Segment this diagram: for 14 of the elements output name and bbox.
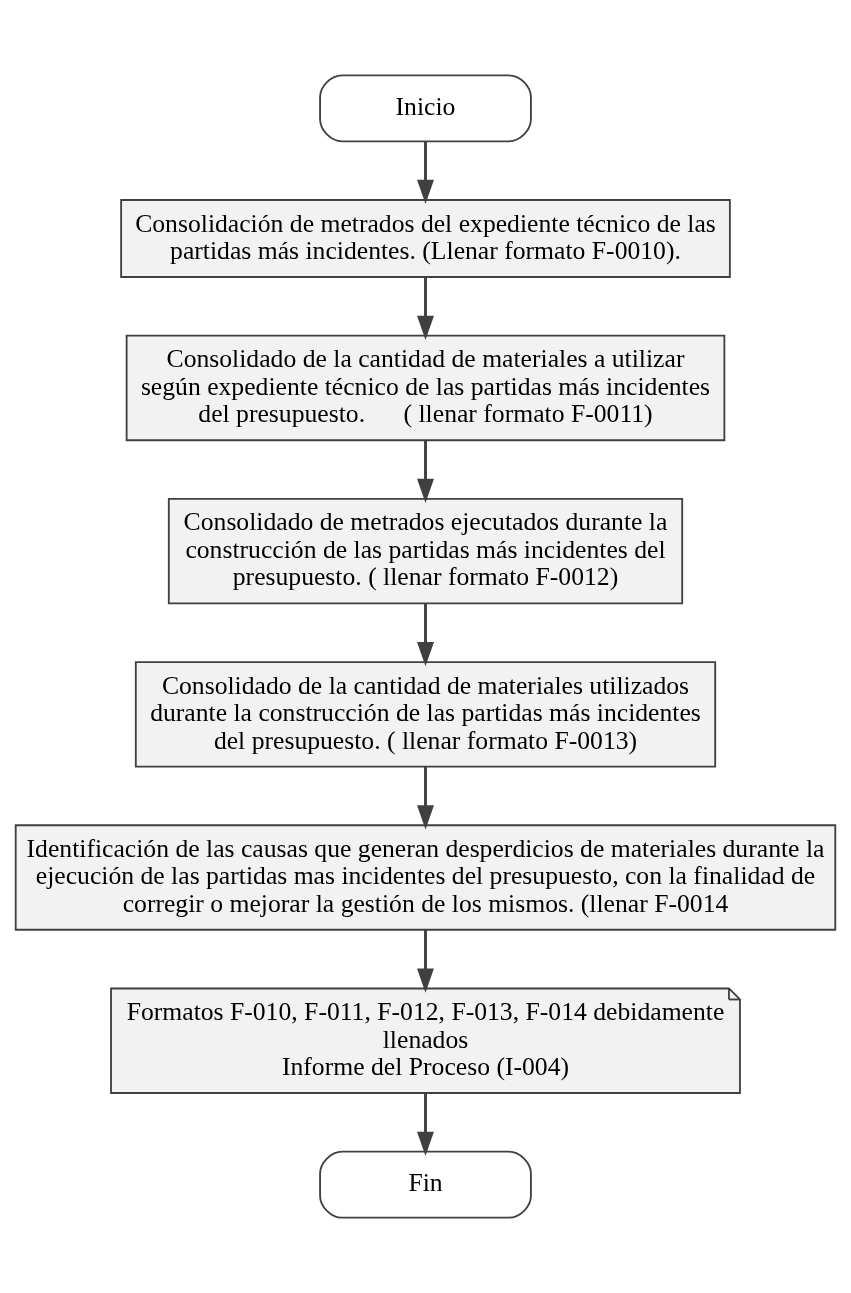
node-box: Consolidado de metrados ejecutados durante la construcción de las partidas más incidentes del presupuesto. ( llenar formato F-0012): [167, 498, 684, 605]
node-box: Inicio: [319, 74, 532, 143]
arrow: [417, 929, 434, 993]
node-box: Consolidado de la cantidad de materiales a utilizar según expediente técnico de las partidas más incidentes del presupuesto. ( llenar formato F-0011): [125, 334, 726, 442]
node-box: Consolidación de metrados del expediente técnico de las partidas más incidentes. (Llenar formato F-0010).: [120, 199, 731, 278]
node-box: Consolidado de la cantidad de materiales utilizados durante la construcción de las partidas más incidentes del presupuesto. ( llenar formato F-0013): [134, 661, 717, 768]
node-box: Identificación de las causas que generan desperdicios de materiales durante la ejecución de las partidas mas incidentes del presupuesto, con la finalidad de corregir o mejorar la gestión de los mismos. (llenar F-0014: [14, 824, 837, 931]
arrow: [417, 277, 434, 341]
node-box: Fin: [319, 1150, 532, 1219]
arrow: [417, 1093, 434, 1156]
arrow: [417, 141, 434, 204]
arrow: [417, 440, 434, 504]
arrow: [417, 766, 434, 830]
arrow: [417, 603, 434, 667]
